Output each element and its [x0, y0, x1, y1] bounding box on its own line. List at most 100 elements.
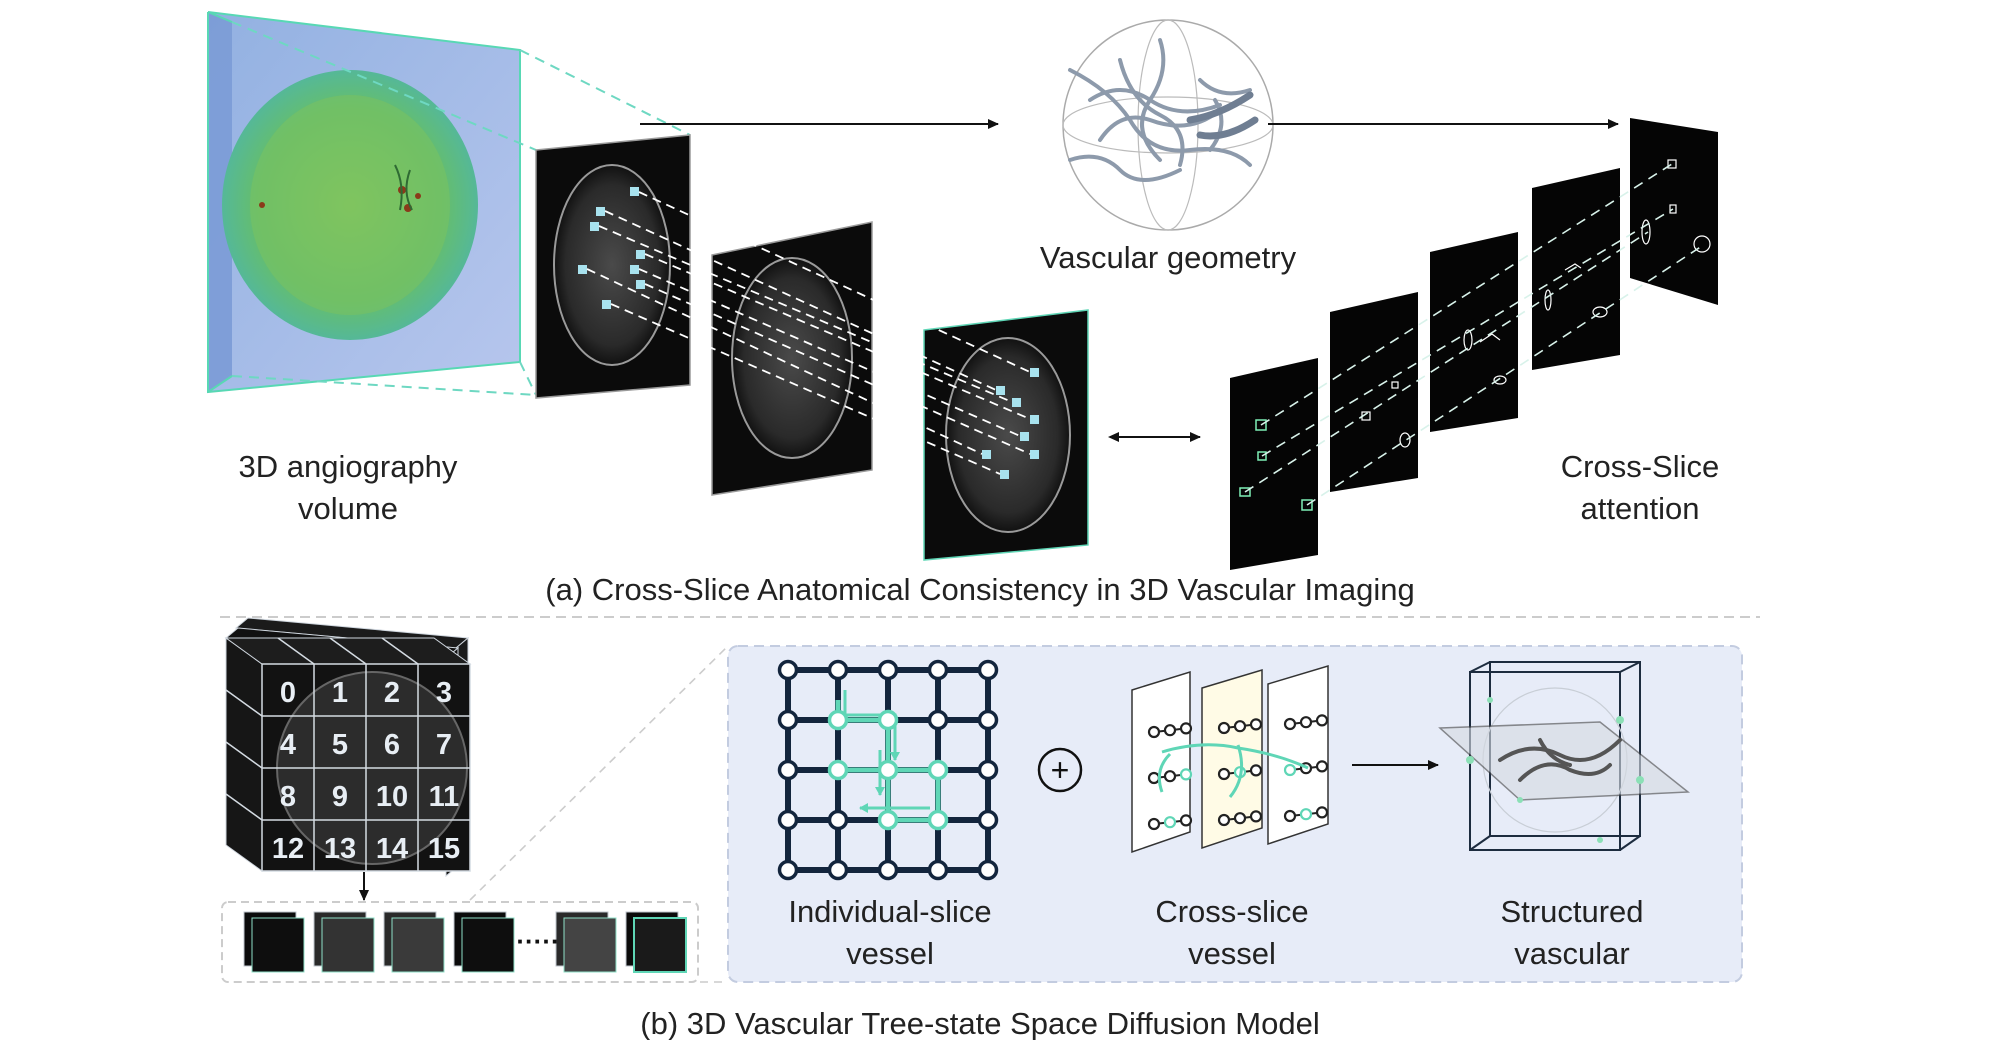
attention-dashed-lines	[1244, 163, 1706, 506]
grid-node	[977, 859, 999, 881]
sequence-slice-6	[625, 911, 687, 973]
cross-slice-node	[1283, 763, 1297, 777]
svg-text:3D angiography: 3D angiography	[239, 449, 458, 484]
svg-text:Cross-Slice: Cross-Slice	[1561, 449, 1719, 484]
grid-number-14: 14	[376, 833, 408, 865]
label-cross-slice-vessel: Cross-slice vessel	[1155, 894, 1308, 971]
grid-node	[927, 659, 949, 681]
svg-text:attention: attention	[1581, 491, 1700, 526]
grid-node	[877, 809, 899, 831]
cross-slice-node	[1179, 814, 1193, 827]
grid-node	[927, 709, 949, 731]
cross-slice-node	[1299, 808, 1313, 821]
mri-slice-3	[923, 309, 1089, 561]
grid-node	[827, 659, 849, 681]
grid-number-3: 3	[436, 677, 452, 709]
caption-panel-b: (b) 3D Vascular Tree-state Space Diffusi…	[640, 1006, 1319, 1040]
svg-text:Individual-slice: Individual-slice	[788, 894, 991, 929]
caption-panel-a: (a) Cross-Slice Anatomical Consistency i…	[545, 572, 1414, 607]
grid-node	[877, 859, 899, 881]
grid-node	[877, 759, 899, 781]
cross-slice-node	[1163, 770, 1177, 783]
label-3d-angiography-volume: 3D angiography volume	[239, 449, 458, 526]
vascular-geometry-sphere	[1062, 19, 1274, 231]
attention-slice-2	[1330, 292, 1418, 492]
cross-slice-node	[1233, 812, 1247, 825]
cross-slice-node	[1315, 714, 1329, 727]
grid-number-12: 12	[272, 833, 304, 865]
grid-node	[777, 859, 799, 881]
individual-slice-grid	[777, 659, 999, 881]
sequence-slice-3	[383, 911, 445, 973]
attention-slice-1	[1230, 358, 1318, 570]
cross-slice-node	[1163, 724, 1177, 737]
svg-text:volume: volume	[298, 491, 398, 526]
grid-number-2: 2	[384, 677, 400, 709]
grid-node	[827, 759, 849, 781]
mri-slice-1	[535, 134, 691, 399]
svg-text:Cross-slice: Cross-slice	[1155, 894, 1308, 929]
cross-slice-card-1	[1131, 664, 1329, 854]
grid-node	[877, 659, 899, 681]
grid-node	[977, 809, 999, 831]
cross-slice-node	[1147, 725, 1161, 739]
grid-node	[777, 759, 799, 781]
cross-slice-node	[1179, 768, 1193, 781]
grid-number-4: 4	[280, 729, 296, 761]
attention-slice-5	[1630, 118, 1718, 305]
cross-slice-node	[1217, 767, 1231, 781]
grid-number-15: 15	[428, 833, 460, 865]
attention-slice-4	[1532, 168, 1620, 370]
zoom-lines	[469, 645, 729, 983]
svg-text:vascular: vascular	[1514, 936, 1629, 971]
grid-node	[977, 759, 999, 781]
grid-node	[977, 709, 999, 731]
grid-number-5: 5	[332, 729, 348, 761]
sequence-slice-5	[555, 911, 617, 973]
plus-symbol: +	[1051, 752, 1070, 788]
grid-node	[877, 709, 899, 731]
cross-slice-node	[1249, 718, 1263, 731]
cross-slice-node	[1233, 720, 1247, 733]
cross-slice-node	[1249, 764, 1263, 777]
svg-text:Structured: Structured	[1500, 894, 1643, 929]
cross-slice-node	[1163, 816, 1177, 829]
sequence-slice-2	[313, 911, 375, 973]
grid-node	[977, 659, 999, 681]
angiography-volume-cube	[207, 11, 521, 394]
grid-node	[777, 659, 799, 681]
cross-slice-node	[1147, 817, 1161, 831]
label-vascular-geometry: Vascular geometry	[1040, 240, 1297, 275]
cross-slice-node	[1283, 809, 1297, 823]
cross-slice-node	[1249, 810, 1263, 823]
grid-number-8: 8	[280, 781, 296, 813]
grid-volume-stack	[224, 617, 472, 878]
sequence-ellipsis: ·····	[516, 926, 559, 956]
grid-node	[827, 809, 849, 831]
label-cross-slice-attention: Cross-Slice attention	[1561, 449, 1719, 526]
grid-node	[777, 709, 799, 731]
plus-operator	[1037, 747, 1083, 793]
cross-slice-node	[1283, 717, 1297, 731]
grid-number-9: 9	[332, 781, 348, 813]
cross-slice-node	[1179, 722, 1193, 735]
slice-correspondence-lines	[586, 191, 1031, 475]
grid-number-13: 13	[324, 833, 356, 865]
cross-slice-node	[1315, 760, 1329, 773]
label-structured-vascular: Structured vascular	[1500, 894, 1643, 971]
grid-node	[927, 809, 949, 831]
volume-to-slice-connectors	[231, 21, 691, 396]
slice-sequence	[221, 901, 699, 983]
grid-number-6: 6	[384, 729, 400, 761]
svg-text:vessel: vessel	[1188, 936, 1276, 971]
sequence-slice-1	[243, 911, 305, 973]
grid-number-1: 1	[332, 677, 348, 709]
grid-node	[927, 759, 949, 781]
cross-slice-node	[1217, 813, 1231, 827]
grid-number-0: 0	[280, 677, 296, 709]
attention-slice-3	[1430, 232, 1518, 432]
grid-node	[827, 859, 849, 881]
cross-slice-node	[1217, 721, 1231, 735]
